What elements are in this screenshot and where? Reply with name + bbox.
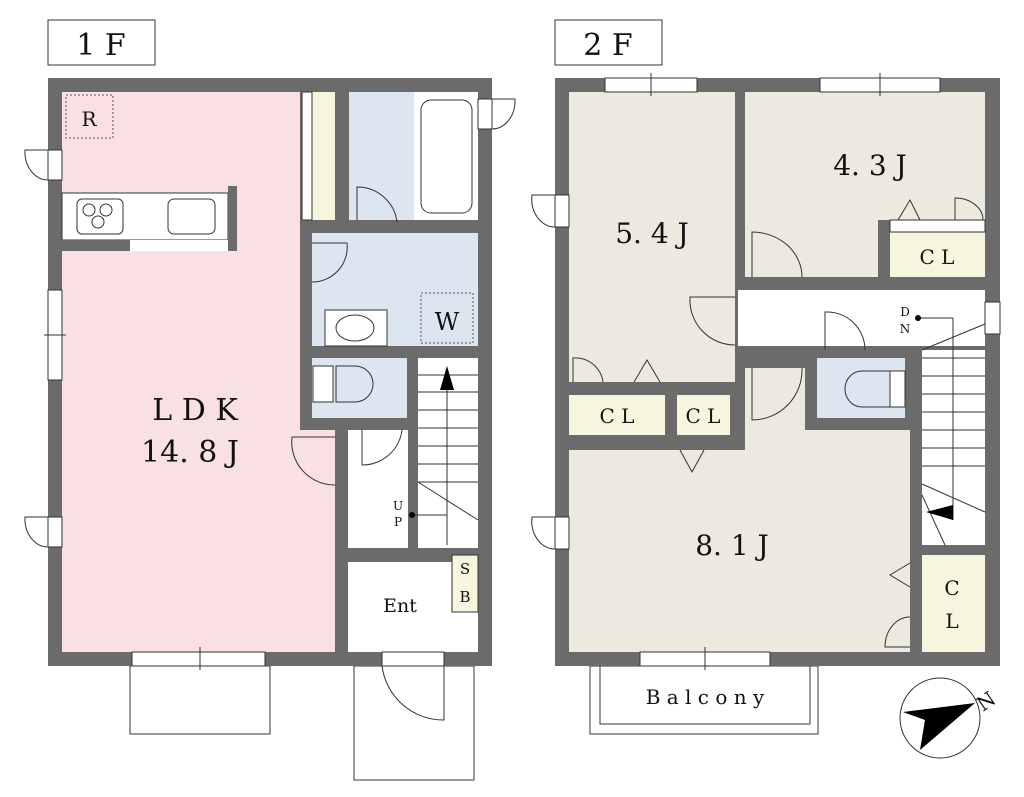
door-mark [889, 562, 911, 588]
stairs-up-u: U [393, 499, 403, 513]
room-8-1j-label: 8. 1 J [695, 529, 769, 562]
shoe-box-label-b: B [459, 588, 470, 606]
floor-2f: 2 F B a l c o n y 5. 4 J 4. 3 J C L C L … [531, 19, 1001, 735]
room-4-3j-label: 4. 3 J [833, 149, 907, 182]
floor-label-box [554, 19, 663, 66]
door-swing [751, 231, 803, 278]
down-arrow-icon [926, 505, 953, 520]
shoe-box-label-s: S [460, 560, 470, 578]
room-8-1j [569, 368, 910, 652]
entry-porch [353, 665, 475, 781]
toilet-icon [844, 370, 890, 408]
door-swing [291, 436, 336, 486]
stair-treads [417, 374, 479, 545]
closet-1f [312, 92, 335, 220]
sink-icon [167, 198, 216, 235]
stair-treads [918, 317, 986, 546]
terrace [129, 665, 271, 735]
door-swing [884, 616, 911, 648]
washbasin [324, 309, 388, 347]
basin-bowl-icon [335, 314, 375, 342]
door-swing [751, 367, 803, 421]
closet-4-3j [890, 232, 985, 277]
toilet-tank-icon [312, 365, 334, 403]
ldk-size: 14. 8 J [141, 435, 239, 470]
shoe-box [451, 554, 479, 613]
door-swing [954, 197, 984, 221]
north-arrow-icon [903, 703, 975, 750]
window [984, 301, 1001, 335]
floor-label: 2 F [583, 28, 632, 63]
ldk-name: L D K [152, 393, 238, 428]
hallway-1f [348, 430, 408, 548]
floor-1f: 1 F R L D K 14. 8 J W [24, 19, 516, 781]
toilet-icon [335, 365, 374, 403]
door-swing [491, 98, 516, 130]
closet-door [301, 91, 313, 221]
stairs-down-d: D [900, 305, 910, 319]
door-swing [531, 194, 556, 228]
fridge-space [65, 94, 114, 139]
toilet-tank-icon [889, 370, 906, 408]
room-5-4j-label: 5. 4 J [615, 217, 689, 250]
window [131, 651, 266, 667]
door-mark [679, 449, 705, 474]
balcony-label: B a l c o n y [646, 685, 765, 709]
compass: N [899, 677, 1000, 759]
room-ldk [62, 92, 335, 652]
kitchen-wall-low [62, 240, 130, 251]
burner-icon [99, 203, 113, 217]
closet-door [889, 219, 986, 233]
washer-label: W [435, 308, 460, 336]
entrance-label: Ent [383, 595, 417, 617]
door-swing [311, 242, 348, 283]
closet-label-l: L [945, 609, 958, 633]
door-swing [689, 296, 736, 346]
stairs-up-p: P [394, 515, 402, 529]
bathtub-icon [420, 99, 473, 214]
kitchen-wall [228, 186, 237, 251]
stove-icon [76, 198, 124, 235]
wall [878, 220, 890, 277]
bathtub-area [414, 92, 478, 220]
stair-start-dot [409, 512, 415, 518]
door-swing [24, 516, 49, 548]
door-mark [633, 359, 661, 383]
room-5-4j [569, 92, 735, 382]
stair-start-dot [915, 315, 921, 321]
door-swing [361, 429, 403, 466]
stairs-down-n: N [900, 322, 911, 336]
door-swing [24, 149, 49, 181]
door-mark [897, 198, 921, 221]
closet-label: C L [686, 404, 721, 428]
burner-icon [82, 203, 96, 217]
floor-label: 1 F [76, 28, 125, 63]
window [554, 516, 570, 550]
front-door [381, 651, 445, 667]
up-arrow-icon [440, 366, 454, 390]
closet-label-c: C [944, 576, 959, 600]
closet-5-4j [569, 395, 665, 435]
burner-icon [91, 215, 105, 229]
window [47, 516, 63, 548]
door-swing [531, 516, 556, 550]
closet-label: C L [920, 245, 955, 269]
window [47, 149, 63, 181]
closet-label: C L [600, 404, 635, 428]
door-swing [572, 357, 604, 383]
door-swing [381, 665, 445, 721]
closet-small [677, 395, 730, 435]
closet-8-1j [922, 555, 985, 652]
washer-space [420, 292, 474, 344]
window [554, 194, 570, 228]
kitchen-counter-back [130, 240, 228, 251]
door-swing [356, 186, 398, 223]
kitchen-counter [61, 192, 229, 241]
bathroom [349, 92, 414, 220]
fridge-label: R [81, 107, 97, 131]
window [477, 98, 493, 130]
floor-label-box [47, 19, 156, 66]
balcony-inner [599, 665, 811, 725]
door-swing [824, 311, 866, 351]
